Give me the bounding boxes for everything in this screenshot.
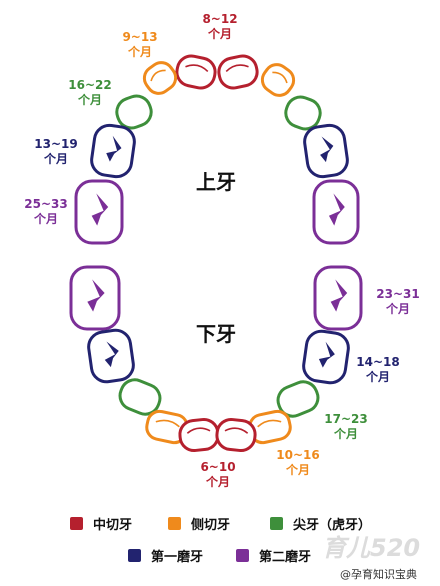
lower-second-molar-label: 23~31 个月 [376, 287, 420, 316]
legend-canine: 尖牙（虎牙） [270, 514, 371, 533]
upper-central-incisor-left [175, 54, 217, 90]
lower-first-molar-left-crown-mark [104, 341, 119, 368]
legend-swatch-orange [168, 517, 181, 530]
legend-central-incisor: 中切牙 [70, 514, 132, 533]
watermark-logo: 育儿520 [322, 534, 421, 562]
watermark-credit: @孕育知识宝典 [340, 568, 417, 581]
upper-central-label: 8~12 个月 [202, 12, 238, 41]
legend-swatch-navy [128, 549, 141, 562]
upper-first-molar-left-crown-mark [106, 135, 122, 162]
lower-first-molar-right-crown-mark [318, 341, 335, 368]
lower-second-molar-right [313, 265, 363, 331]
lower-lateral-label: 10~16 个月 [276, 448, 320, 477]
upper-canine-label: 16~22 个月 [68, 78, 112, 107]
upper-second-molar-right [312, 179, 360, 245]
upper-first-molar-right [303, 123, 349, 179]
legend-second-molar: 第二磨牙 [236, 546, 311, 565]
upper-central-incisor-right [217, 54, 259, 90]
lower-first-molar-label: 14~18 个月 [356, 355, 400, 384]
legend-swatch-red [70, 517, 83, 530]
upper-canine-right [284, 95, 322, 131]
lower-second-molar-right-crown-mark [330, 279, 348, 312]
legend-swatch-green [270, 517, 283, 530]
lower-first-molar-left [87, 328, 135, 384]
lower-central-label: 6~10 个月 [200, 460, 236, 489]
lower-central-incisor-right [215, 417, 257, 453]
upper-second-molar-right-crown-mark [328, 193, 345, 226]
upper-first-molar-right-crown-mark [320, 136, 334, 163]
upper-jaw-label: 上牙 [196, 170, 236, 194]
lower-second-molar-left [69, 265, 121, 331]
upper-lateral-incisor-left [142, 61, 178, 95]
upper-canine-left [115, 94, 153, 130]
lower-canine-right [276, 380, 320, 418]
upper-first-molar-left [90, 123, 136, 179]
upper-lateral-incisor-right [260, 63, 296, 97]
legend-lateral-incisor: 侧切牙 [168, 514, 230, 533]
lower-central-incisor-left [178, 417, 220, 453]
lower-canine-label: 17~23 个月 [324, 412, 368, 441]
lower-first-molar-right [302, 329, 350, 385]
upper-second-molar-label: 25~33 个月 [24, 197, 68, 226]
lower-canine-left [118, 378, 162, 416]
lower-jaw-label: 下牙 [196, 322, 236, 346]
upper-second-molar-left-crown-mark [91, 193, 109, 226]
upper-first-molar-label: 13~19 个月 [34, 137, 78, 166]
lower-second-molar-left-crown-mark [87, 279, 105, 312]
legend-swatch-purple [236, 549, 249, 562]
legend-first-molar: 第一磨牙 [128, 546, 203, 565]
upper-second-molar-left [74, 179, 124, 245]
upper-lateral-label: 9~13 个月 [122, 30, 158, 59]
